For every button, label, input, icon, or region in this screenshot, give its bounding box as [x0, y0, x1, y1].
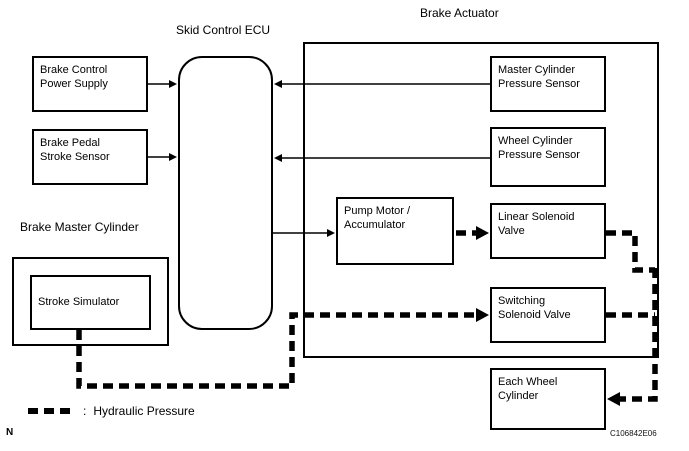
brake-master-cylinder-label: Brake Master Cylinder	[20, 220, 139, 234]
switching-solenoid-valve-label: Switching Solenoid Valve	[498, 295, 571, 322]
hydraulic-dashed-line-swatch	[28, 408, 76, 414]
switching-solenoid-valve-box: Switching Solenoid Valve	[490, 287, 606, 343]
arrowhead-master-pressure-sensor-to-ecu	[274, 80, 282, 88]
brake-pedal-stroke-sensor-box: Brake Pedal Stroke Sensor	[32, 129, 148, 185]
wheel-cylinder-pressure-sensor-label: Wheel Cylinder Pressure Sensor	[498, 135, 580, 162]
brake-actuator-label: Brake Actuator	[420, 6, 499, 20]
each-wheel-cylinder-label: Each Wheel Cylinder	[498, 376, 558, 403]
stroke-simulator-label: Stroke Simulator	[38, 296, 120, 309]
skid-control-ecu-label: Skid Control ECU	[176, 23, 271, 37]
skid-control-ecu-box	[178, 56, 273, 330]
page-corner-mark: N	[6, 427, 14, 438]
linear-solenoid-valve-label: Linear Solenoid Valve	[498, 211, 575, 238]
arrowhead-stroke-sensor-to-ecu	[169, 153, 177, 161]
pump-motor-accumulator-box: Pump Motor / Accumulator	[336, 197, 454, 265]
arrowhead-wheel-pressure-sensor-to-ecu	[274, 154, 282, 162]
pump-motor-accumulator-label: Pump Motor / Accumulator	[344, 205, 411, 232]
master-cylinder-pressure-sensor-label: Master Cylinder Pressure Sensor	[498, 64, 580, 91]
each-wheel-cylinder-box: Each Wheel Cylinder	[490, 368, 606, 430]
wheel-cylinder-pressure-sensor-box: Wheel Cylinder Pressure Sensor	[490, 127, 606, 187]
linear-solenoid-valve-box: Linear Solenoid Valve	[490, 203, 606, 259]
arrowhead-power-supply-to-ecu	[169, 80, 177, 88]
brake-pedal-stroke-sensor-label: Brake Pedal Stroke Sensor	[40, 137, 110, 164]
stroke-simulator-box: Stroke Simulator	[30, 275, 151, 330]
master-cylinder-pressure-sensor-box: Master Cylinder Pressure Sensor	[490, 56, 606, 112]
arrowhead-to-each-wheel-cylinder	[607, 392, 620, 406]
figure-code: C106842E06	[610, 429, 657, 438]
brake-control-power-supply-box: Brake Control Power Supply	[32, 56, 148, 112]
legend-hydraulic-pressure: : Hydraulic Pressure	[28, 404, 195, 418]
brake-control-power-supply-label: Brake Control Power Supply	[40, 64, 108, 91]
legend-label: Hydraulic Pressure	[93, 404, 195, 418]
legend-separator: :	[83, 404, 87, 418]
